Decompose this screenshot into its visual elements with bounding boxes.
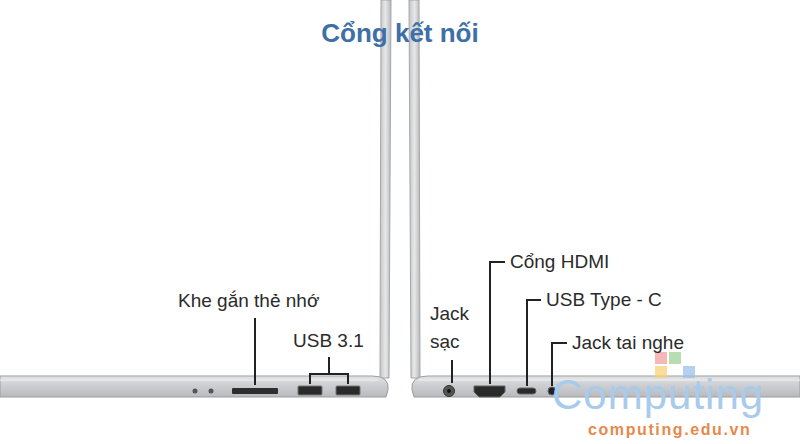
laptop-lid	[380, 0, 391, 378]
usb-c-port	[517, 388, 536, 394]
part-label: Cổng HDMI	[510, 251, 609, 273]
watermark: Computing	[552, 372, 764, 418]
part-label: USB Type - C	[546, 289, 662, 311]
hdmi-port	[474, 386, 505, 397]
watermark-url: computing.edu.vn	[588, 421, 751, 439]
part-label: Jack tai nghe	[572, 332, 684, 354]
part-label: Jack sạc	[430, 300, 480, 356]
laptop-base	[0, 376, 388, 397]
charge-jack	[444, 386, 455, 397]
indicator	[193, 389, 198, 394]
title: Cổng kết nối	[0, 17, 800, 49]
part-label: Khe gắn thẻ nhớ	[178, 290, 319, 312]
leader-lines	[255, 262, 567, 386]
indicator	[209, 389, 214, 394]
usb-port	[336, 386, 360, 395]
usb-port	[298, 386, 322, 395]
laptop-lid	[409, 0, 420, 378]
part-label: USB 3.1	[293, 330, 364, 352]
card-slot	[232, 388, 278, 394]
